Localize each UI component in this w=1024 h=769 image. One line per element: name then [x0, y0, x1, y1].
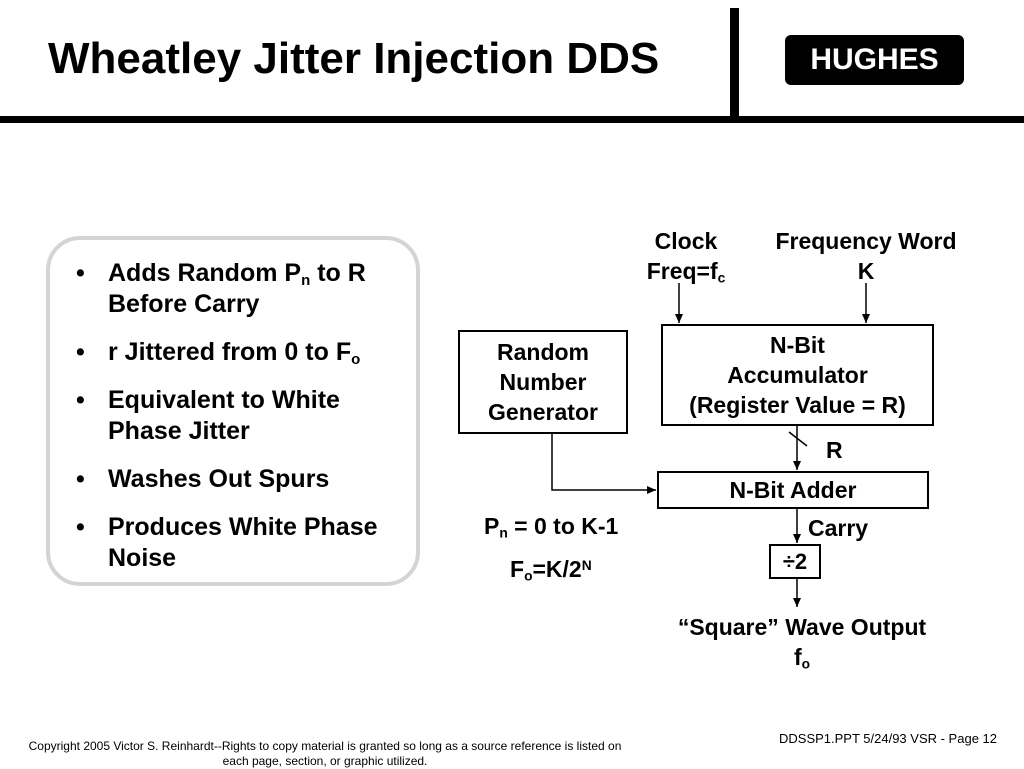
carry-label: Carry [808, 515, 869, 541]
bullet-item: • Washes Out Spurs [76, 464, 406, 495]
bullet-item: • r Jittered from 0 to Fo [76, 337, 406, 368]
bullet-dot-icon: • [76, 259, 85, 287]
bullet-panel [46, 236, 420, 586]
bullet-item: • Adds Random Pn to R Before Carry [76, 258, 406, 320]
frequency-word-label: Frequency Word K [775, 228, 957, 284]
bullet-dot-icon: • [76, 465, 85, 493]
bullet-text: Washes Out Spurs [108, 465, 330, 493]
square-wave-output-label: “Square” Wave Output fo [677, 614, 927, 672]
n-bit-accumulator-block: N-Bit Accumulator (Register Value = R) [661, 324, 934, 426]
bus-slash [788, 431, 808, 447]
bullet-item: • Equivalent to White Phase Jitter [76, 385, 406, 447]
title-divider [730, 8, 739, 120]
clock-label: Clock Freq=fc [646, 228, 726, 286]
copyright-notice: Copyright 2005 Victor S. Reinhardt--Righ… [28, 739, 622, 768]
fo-equation-label: Fo=K/2N [510, 556, 592, 584]
page-reference: DDSSP1.PPT 5/24/93 VSR - Page 12 [779, 731, 997, 746]
bullet-dot-icon: • [76, 386, 85, 414]
bullet-text: r Jittered from 0 to Fo [108, 338, 361, 368]
n-bit-adder-block: N-Bit Adder [657, 471, 929, 509]
title-underline [0, 116, 1024, 123]
slide-title: Wheatley Jitter Injection DDS [48, 34, 660, 83]
divide-by-two-block: ÷2 [769, 544, 821, 579]
bullet-text: Equivalent to White Phase Jitter [108, 386, 340, 445]
pn-range-label: Pn = 0 to K-1 [484, 513, 619, 541]
random-number-generator-block: Random Number Generator [458, 330, 628, 434]
bullet-text: Adds Random Pn to R Before Carry [108, 259, 366, 318]
bullet-dot-icon: • [76, 513, 85, 541]
bullet-dot-icon: • [76, 338, 85, 366]
bullet-text: Produces White Phase Noise [108, 513, 378, 572]
bullet-list: • Adds Random Pn to R Before Carry • r J… [76, 258, 406, 591]
rng-to-adder-arrow [551, 434, 656, 494]
r-label: R [826, 437, 843, 463]
bullet-item: • Produces White Phase Noise [76, 512, 406, 574]
hughes-logo: HUGHES [785, 35, 964, 85]
